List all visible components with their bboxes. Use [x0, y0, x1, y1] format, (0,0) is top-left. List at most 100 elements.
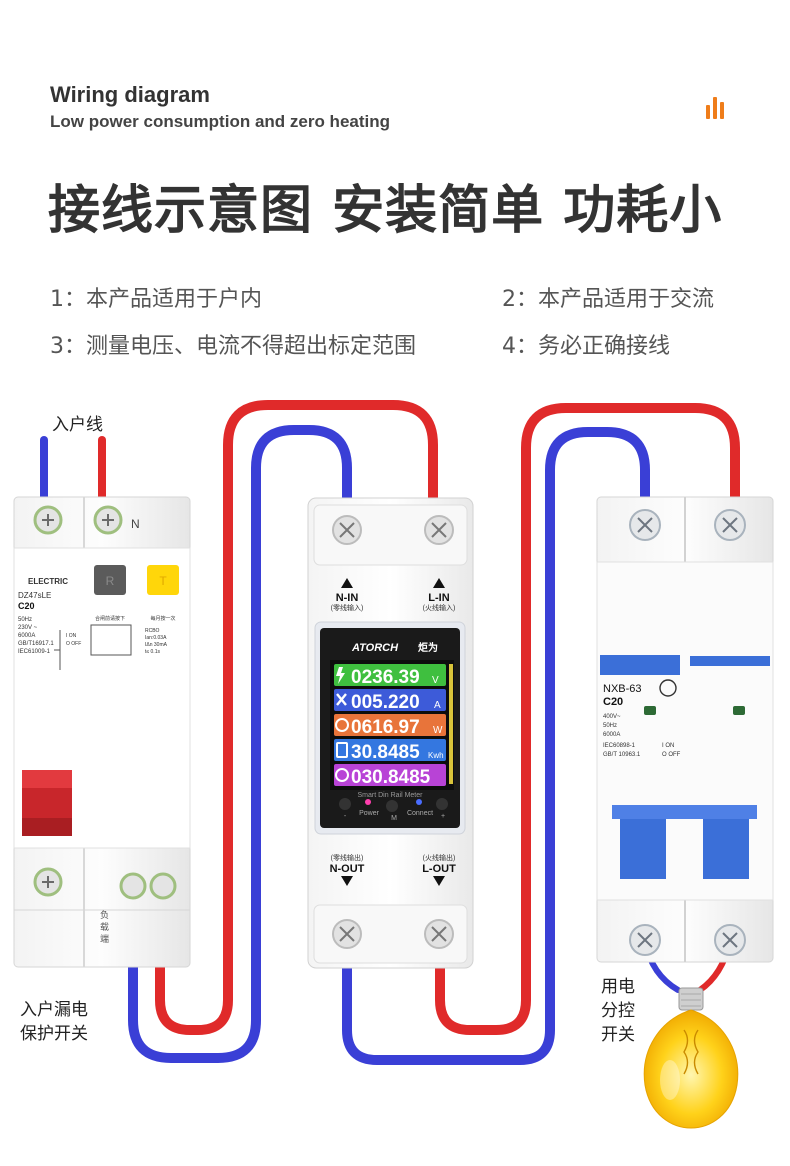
mcb-indicator-2 — [733, 706, 745, 715]
reading-row-energy — [334, 739, 446, 761]
mcb-spec-1: 50Hz — [603, 723, 617, 729]
mcb-spec-2: 6000A — [603, 732, 620, 738]
rcbo-load-2: 载 — [100, 921, 109, 932]
rcbo-caption-2: 保护开关 — [20, 1024, 88, 1044]
plus-label: + — [441, 813, 445, 820]
rcbo-test-button — [147, 565, 179, 595]
plus-button[interactable] — [436, 798, 448, 810]
n-in-cn-label: (零线输入) — [331, 603, 364, 612]
neutral-wire-to-mcb — [342, 427, 650, 1065]
connect-led — [416, 799, 422, 805]
arrow-up-icon — [341, 578, 353, 588]
rcbo-load-3: 端 — [100, 933, 109, 944]
minus-label: - — [344, 813, 347, 820]
rcbo-terminal-screw-4 — [119, 872, 147, 900]
power-led — [365, 799, 371, 805]
l-in-label: L-IN — [428, 592, 449, 604]
reading-current-value: 005.220 — [351, 692, 420, 713]
rcbo-monthly-note: 每月按一次 — [150, 615, 175, 622]
reading-cost-value: 030.8485 — [351, 767, 431, 788]
m-button[interactable] — [386, 800, 398, 812]
mcb-toggle-1 — [612, 805, 674, 879]
l-out-cn-label: (火线输出) — [423, 853, 456, 862]
power-label: Power — [359, 810, 380, 817]
mcb-breaker — [596, 496, 774, 963]
power-icon — [335, 718, 349, 732]
mcb-spec-4: GB/T 10963.1 — [603, 752, 641, 758]
rcbo-load-1: 负 — [100, 909, 109, 920]
reading-row-voltage — [334, 664, 446, 686]
mcb-toggle-2 — [695, 805, 757, 879]
coin-icon — [335, 768, 349, 782]
rcbo-rcbo-spec-2: IΔn 30mA — [145, 642, 168, 648]
ccc-mark-icon — [659, 679, 677, 697]
mcb-model: NXB-63 — [603, 683, 642, 695]
rcbo-reset-button — [94, 565, 126, 595]
rcbo-spec-1: 230V ~ — [18, 625, 38, 631]
n-out-cn-label: (零线输出) — [331, 853, 364, 862]
meter-brand-cn: 炬为 — [418, 641, 438, 654]
reading-current-unit: A — [434, 700, 441, 711]
subtitle-en: Low power consumption and zero heating — [50, 112, 391, 131]
l-out-label: L-OUT — [422, 863, 456, 875]
rcbo-reset-note: 合闸前请按下 — [95, 615, 125, 622]
rcbo-caption-1: 入户漏电 — [20, 1000, 88, 1020]
note-1: 1：本产品适用于户内 — [50, 287, 263, 312]
mcb-caption-2: 分控 — [601, 1001, 635, 1021]
rcbo-brand: ELECTRIC — [28, 577, 68, 586]
title-en: Wiring diagram — [50, 82, 210, 107]
mcb-caption-3: 开关 — [601, 1025, 635, 1045]
reading-row-current — [334, 689, 446, 711]
rcbo-spec-2: 6000A — [18, 633, 35, 639]
n-out-label: N-OUT — [330, 863, 365, 875]
rcbo-spec-4: IEC61009-1 — [18, 649, 51, 655]
lightning-icon — [336, 667, 345, 684]
meter-footer: Smart Din Rail Meter — [358, 792, 424, 799]
reading-power-value: 0616.97 — [351, 717, 420, 738]
neutral-wire-to-meter — [128, 425, 352, 1063]
note-3: 3：测量电压、电流不得超出标定范围 — [50, 334, 417, 359]
meter-brand: ATORCH — [351, 642, 399, 654]
mcb-rating: C20 — [603, 696, 623, 708]
rcbo-spec-0: 50Hz — [18, 617, 32, 623]
battery-icon — [336, 742, 348, 758]
light-bulb-icon — [643, 987, 739, 1129]
rcbo-test-label: T — [159, 574, 167, 588]
rcbo-rcbo-spec-3: t≤ 0.1s — [145, 649, 160, 655]
mcb-caption-1: 用电 — [601, 977, 635, 997]
arrow-up-icon — [433, 578, 445, 588]
reading-row-cost — [334, 764, 446, 786]
l-in-cn-label: (火线输入) — [423, 603, 456, 612]
mcb-spec-0: 400V~ — [603, 714, 621, 720]
rcbo-breaker — [13, 496, 191, 968]
shuffle-icon — [336, 693, 347, 706]
arrow-down-icon — [341, 876, 353, 886]
reading-voltage-value: 0236.39 — [351, 667, 420, 688]
rcbo-reset-label: R — [106, 574, 115, 588]
mcb-spec-3: IEC60898-1 — [603, 743, 636, 749]
energy-meter: 0236.39 V 005.220 A 0616.97 W 30.8485 Kw… — [307, 497, 474, 969]
incoming-line-label: 入户线 — [52, 415, 103, 435]
rcbo-spec-3: GB/T16917.1 — [18, 641, 54, 647]
neutral-mark: N — [131, 517, 140, 531]
mcb-off: O OFF — [662, 752, 681, 758]
live-wire-to-mcb — [435, 403, 740, 1035]
rcbo-terminal-screw-5 — [149, 872, 177, 900]
rcbo-off: O OFF — [66, 641, 81, 647]
mcb-on: I ON — [662, 743, 674, 749]
reading-power-unit: W — [433, 725, 443, 736]
rcbo-model: DZ47sLE — [18, 591, 51, 600]
live-wire-to-meter — [155, 400, 438, 1035]
note-2: 2：本产品适用于交流 — [502, 287, 715, 312]
n-in-label: N-IN — [336, 592, 359, 604]
rcbo-rating: C20 — [18, 601, 35, 611]
connect-label: Connect — [407, 810, 433, 817]
arrow-down-icon — [433, 876, 445, 886]
headline: 接线示意图 安装简单 功耗小 — [48, 181, 723, 241]
bars-icon — [706, 97, 730, 119]
minus-button[interactable] — [339, 798, 351, 810]
note-4: 4：务必正确接线 — [502, 334, 671, 359]
reading-voltage-unit: V — [432, 675, 439, 686]
reading-energy-unit: Kwh — [428, 751, 444, 760]
